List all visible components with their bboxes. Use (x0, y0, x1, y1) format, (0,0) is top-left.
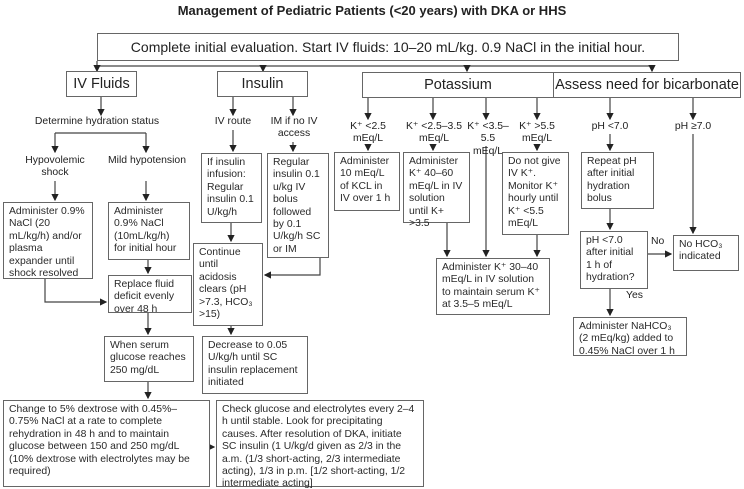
check-glucose-box: Check glucose and electrolytes every 2–4… (216, 400, 424, 489)
k-maintain-box: Administer K⁺ 30–40 mEq/L in IV solution… (436, 258, 550, 315)
hypovolemic-shock-label: Hypovolemic shock (25, 155, 85, 179)
serum-glucose-box: When serum glucose reaches 250 mg/dL (104, 336, 194, 382)
k-2-5-3-5-label: K⁺ <2.5–3.5 mEq/L (405, 121, 463, 145)
no-iv-k-box: Do not give IV K⁺. Monitor K⁺ hourly unt… (502, 152, 569, 235)
initial-evaluation-box: Complete initial evaluation. Start IV fl… (97, 33, 679, 61)
yes-label: Yes (626, 290, 643, 301)
mild-nacl-box: Administer 0.9% NaCl (10mL/kg/h) for ini… (108, 202, 190, 260)
connector-line (96, 61, 652, 67)
no-hco3-box: No HCO₃ indicated (673, 235, 739, 271)
ph-below-7-label: pH <7.0 (591, 121, 629, 132)
k-below-2-5-label: K⁺ <2.5 mEq/L (350, 121, 386, 145)
k-above-5-5-label: K⁺ >5.5 mEq/L (519, 121, 555, 145)
insulin-bolus-box: Regular insulin 0.1 u/kg IV bolus follow… (267, 153, 329, 258)
header-iv-fluids: IV Fluids (66, 71, 137, 97)
iv-route-label: IV route (214, 116, 252, 127)
nahco3-box: Administer NaHCO₃ (2 mEq/kg) added to 0.… (573, 317, 687, 357)
header-insulin: Insulin (217, 71, 308, 97)
k-3-5-5-5-label: K⁺ <3.5–5.5 mEq/L (467, 121, 509, 157)
shock-nacl-box: Administer 0.9% NaCl (20 mL/kg/h) and/or… (3, 202, 93, 279)
diagram-title: Management of Pediatric Patients (<20 ye… (177, 3, 567, 18)
k-40-60-box: Administer K⁺ 40–60 mEq/L in IV solution… (403, 152, 470, 229)
insulin-infusion-box: If insulin infusion: Regular insulin 0.1… (201, 153, 262, 223)
repeat-ph-box: Repeat pH after initial hydration bolus (581, 152, 654, 209)
ph-above-7-label: pH ≥7.0 (674, 121, 712, 132)
replace-fluid-box: Replace fluid deficit evenly over 48 h (108, 275, 192, 315)
im-route-label: IM if no IV access (270, 116, 318, 140)
ph-question-box: pH <7.0 after initial 1 h of hydration? (580, 231, 648, 289)
kcl-box: Administer 10 mEq/L of KCL in IV over 1 … (334, 152, 400, 211)
determine-hydration-label: Determine hydration status (34, 116, 160, 127)
no-label: No (651, 236, 665, 247)
continue-until-acidosis-box: Continue until acidosis clears (pH >7.3,… (193, 243, 263, 326)
decrease-insulin-box: Decrease to 0.05 U/kg/h until SC insulin… (202, 336, 308, 394)
header-potassium: Potassium (362, 72, 554, 98)
mild-hypotension-label: Mild hypotension (108, 155, 186, 166)
dextrose-box: Change to 5% dextrose with 0.45%–0.75% N… (3, 400, 210, 487)
connector-arrow (44, 279, 108, 306)
header-bicarbonate: Assess need for bicarbonate (553, 72, 741, 98)
connector-arrow (263, 258, 321, 279)
